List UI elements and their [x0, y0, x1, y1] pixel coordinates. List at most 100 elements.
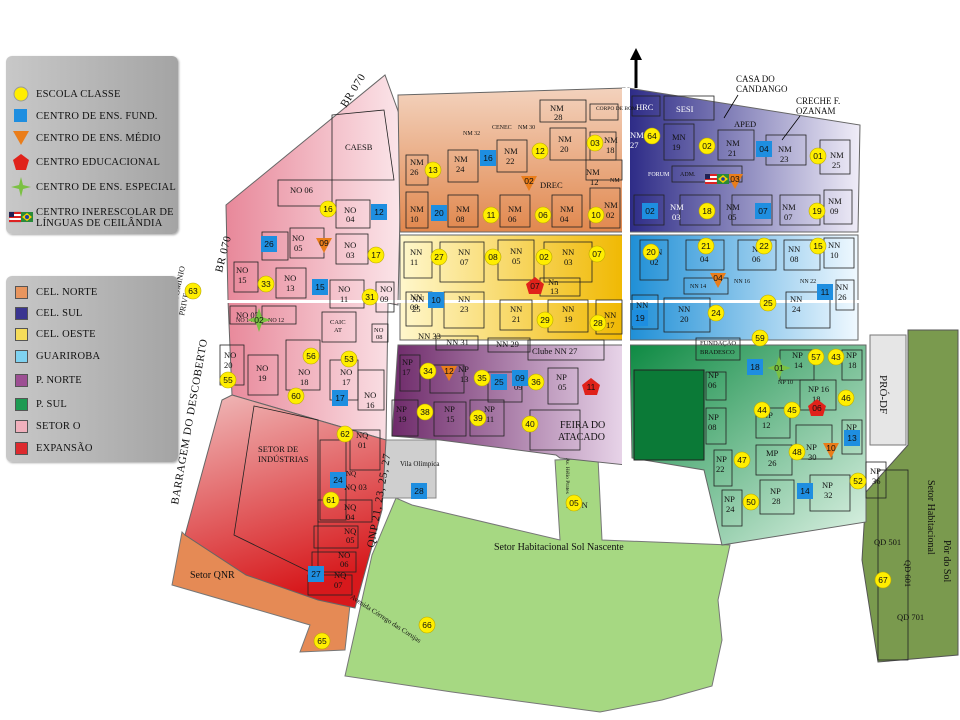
svg-text:07: 07: [334, 580, 343, 590]
school-number-label: 46: [841, 393, 851, 403]
escola-classe-marker: 40: [521, 415, 539, 433]
school-number-label: 06: [538, 210, 548, 220]
escola-classe-marker: 24: [707, 304, 725, 322]
centro-ens-especial-marker: 01: [767, 356, 791, 380]
centro-ens-fund-marker: 11: [817, 284, 833, 300]
svg-text:NM 32: NM 32: [463, 131, 480, 137]
school-number-label: 25: [494, 377, 504, 387]
escola-classe-marker: 56: [302, 347, 320, 365]
centro-ens-fund-marker: 27: [308, 566, 324, 582]
swatch-icon: [14, 285, 28, 299]
svg-text:08: 08: [376, 334, 383, 341]
svg-text:08: 08: [790, 254, 799, 264]
swatch-icon: [14, 397, 28, 411]
school-number-label: 31: [365, 292, 375, 302]
svg-text:NP: NP: [444, 404, 455, 414]
svg-text:NN: NN: [828, 240, 840, 250]
escola-classe-marker: 46: [837, 389, 855, 407]
svg-text:01: 01: [358, 440, 367, 450]
school-number-label: 10: [591, 210, 601, 220]
svg-text:NM: NM: [508, 204, 522, 214]
school-number-label: 19: [635, 313, 645, 323]
svg-text:NP 16: NP 16: [808, 384, 829, 394]
svg-text:NN: NN: [458, 294, 470, 304]
escola-classe-marker: 18: [698, 202, 716, 220]
centro-ens-medio-marker: 02: [521, 176, 537, 191]
school-number-label: 02: [539, 252, 549, 262]
svg-text:NN: NN: [562, 247, 574, 257]
school-number-label: 21: [701, 241, 711, 251]
swatch-icon: [14, 327, 28, 341]
svg-text:NP: NP: [822, 480, 833, 490]
escola-classe-marker: 34: [419, 362, 437, 380]
svg-text:BRADESCO: BRADESCO: [700, 349, 735, 356]
svg-text:NP: NP: [806, 442, 817, 452]
escola-classe-marker: 65: [313, 632, 331, 650]
green-star-icon: [11, 177, 31, 197]
svg-text:04: 04: [346, 512, 355, 522]
school-number-label: 24: [333, 475, 343, 485]
svg-text:22: 22: [506, 156, 515, 166]
svg-text:02: 02: [606, 210, 615, 220]
expansao-region: [184, 394, 387, 609]
svg-text:18: 18: [300, 377, 309, 387]
school-number-label: 04: [759, 144, 769, 154]
swatch-icon: [14, 441, 28, 455]
school-number-label: 11: [487, 210, 496, 220]
svg-text:20: 20: [680, 314, 689, 324]
escola-classe-marker: 35: [473, 369, 491, 387]
svg-text:NN: NN: [636, 300, 648, 310]
escola-classe-marker: 17: [367, 246, 385, 264]
svg-text:10: 10: [830, 250, 839, 260]
svg-text:NN: NN: [510, 304, 522, 314]
orange-triangle-icon: [13, 131, 29, 145]
svg-text:NO: NO: [236, 265, 248, 275]
school-number-label: 67: [878, 575, 888, 585]
svg-text:03: 03: [564, 257, 573, 267]
school-number-label: 43: [831, 352, 841, 362]
school-number-label: 02: [702, 141, 712, 151]
svg-text:NM: NM: [778, 144, 792, 154]
svg-text:17: 17: [402, 367, 411, 377]
svg-text:NN 29: NN 29: [496, 339, 519, 349]
svg-text:QD 501: QD 501: [874, 537, 901, 547]
svg-text:12: 12: [762, 420, 771, 430]
school-number-label: 61: [326, 495, 336, 505]
svg-text:NP: NP: [402, 357, 413, 367]
svg-text:28: 28: [554, 112, 563, 122]
svg-text:13: 13: [550, 286, 559, 296]
school-number-label: 18: [702, 206, 712, 216]
svg-text:05: 05: [728, 212, 737, 222]
svg-text:28: 28: [772, 496, 781, 506]
svg-text:25: 25: [412, 304, 421, 314]
svg-text:26: 26: [838, 292, 847, 302]
centro-ens-fund-marker: 17: [332, 390, 348, 406]
svg-text:Nn: Nn: [548, 277, 559, 287]
centro-ens-especial-marker: 02: [247, 308, 271, 332]
svg-text:CASA DO: CASA DO: [736, 74, 775, 84]
school-number-label: 09: [319, 238, 329, 248]
school-number-label: 09: [515, 373, 525, 383]
centro-ens-medio-marker: 12: [441, 366, 457, 381]
svg-text:11: 11: [486, 414, 494, 424]
svg-text:QD 601: QD 601: [903, 560, 913, 587]
centro-educacional-marker: 06: [808, 399, 826, 416]
school-number-label: 15: [813, 241, 823, 251]
svg-text:NN 14: NN 14: [690, 284, 706, 290]
svg-text:24: 24: [792, 304, 801, 314]
escola-classe-marker: 47: [733, 451, 751, 469]
svg-text:NP: NP: [792, 350, 803, 360]
svg-text:20: 20: [224, 360, 233, 370]
school-number-label: 07: [530, 281, 540, 291]
main-road-ew: [226, 300, 866, 303]
escola-classe-marker: 53: [340, 350, 358, 368]
svg-text:Setor QNR: Setor QNR: [190, 570, 235, 581]
svg-text:17: 17: [342, 377, 351, 387]
escola-classe-marker: 29: [536, 311, 554, 329]
svg-text:05: 05: [558, 382, 567, 392]
svg-text:NP: NP: [716, 454, 727, 464]
school-number-label: 53: [344, 354, 354, 364]
svg-text:NP 10: NP 10: [778, 380, 793, 386]
